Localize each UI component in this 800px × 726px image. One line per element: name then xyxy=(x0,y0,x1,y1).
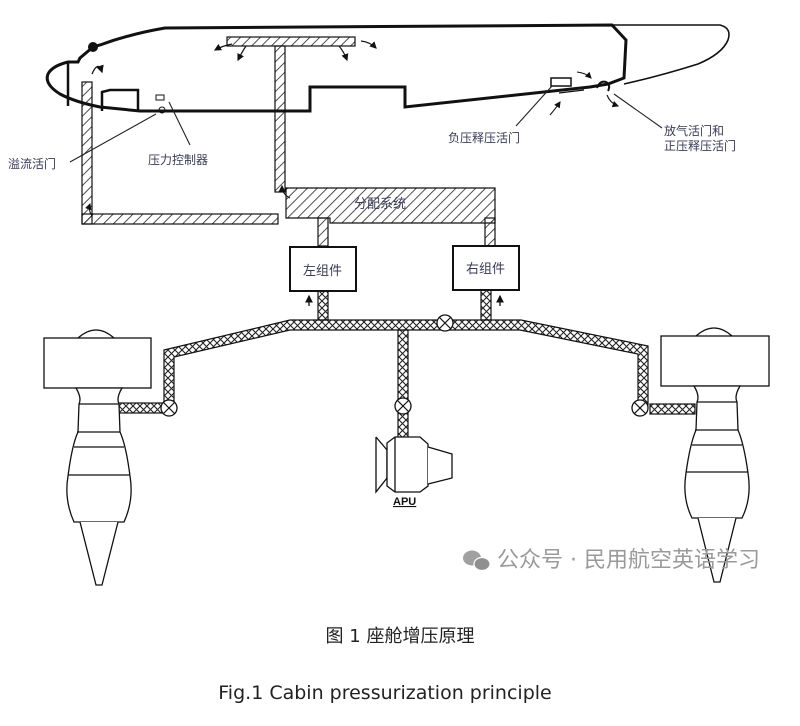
watermark: 公众号 · 民用航空英语学习 xyxy=(463,548,760,573)
caption-chinese-text: 图 1 座舱增压原理 xyxy=(325,626,475,647)
bleed-manifold xyxy=(116,289,696,439)
wechat-icon xyxy=(463,550,491,572)
caption-english-text: Fig.1 Cabin pressurization principle xyxy=(218,682,552,704)
distribution-duct xyxy=(285,187,496,224)
overhead-duct xyxy=(213,36,377,193)
nose-junction-dot xyxy=(88,42,98,52)
pressure-controller-icon xyxy=(155,94,165,101)
label-distribution-system: 分配系统 xyxy=(354,197,406,212)
spill-valve-icon xyxy=(158,106,166,114)
label-spill-valve: 溢流活门 xyxy=(8,156,56,171)
crossfeed-valve xyxy=(436,314,454,332)
label-pressure-controller: 压力控制器 xyxy=(148,153,208,167)
apu-valve xyxy=(394,397,412,415)
right-engine xyxy=(660,327,770,583)
return-duct xyxy=(81,64,496,247)
label-apu: APU xyxy=(393,496,416,508)
figure-caption-english: Fig.1 Cabin pressurization principle xyxy=(0,682,800,704)
left-pack-label: 左组件 xyxy=(303,264,342,279)
left-engine-valve xyxy=(160,399,178,417)
cabin-pressurization-diagram: 溢流活门 压力控制器 负压释压活门 放气活门和 正压释压活门 分配系统 左组件 … xyxy=(8,23,770,586)
left-engine xyxy=(43,329,152,586)
figure-caption-chinese: 图 1 座舱增压原理 xyxy=(0,622,800,648)
apu-unit xyxy=(375,436,453,494)
fuselage xyxy=(45,23,730,113)
right-pack-label: 右组件 xyxy=(466,262,505,277)
right-pack: 右组件 xyxy=(452,245,520,291)
watermark-text: 公众号 · 民用航空英语学习 xyxy=(497,548,760,573)
cockpit-floor-step xyxy=(100,88,140,111)
label-outflow-valve-line1: 放气活门和 xyxy=(664,123,724,138)
outflow-valve-icon xyxy=(596,80,611,92)
left-pack: 左组件 xyxy=(289,246,357,292)
right-engine-valve xyxy=(631,399,649,417)
label-negative-relief-valve: 负压释压活门 xyxy=(448,130,520,145)
negative-relief-valve-icon xyxy=(550,77,572,87)
label-outflow-valve-line2: 正压释压活门 xyxy=(664,138,736,153)
